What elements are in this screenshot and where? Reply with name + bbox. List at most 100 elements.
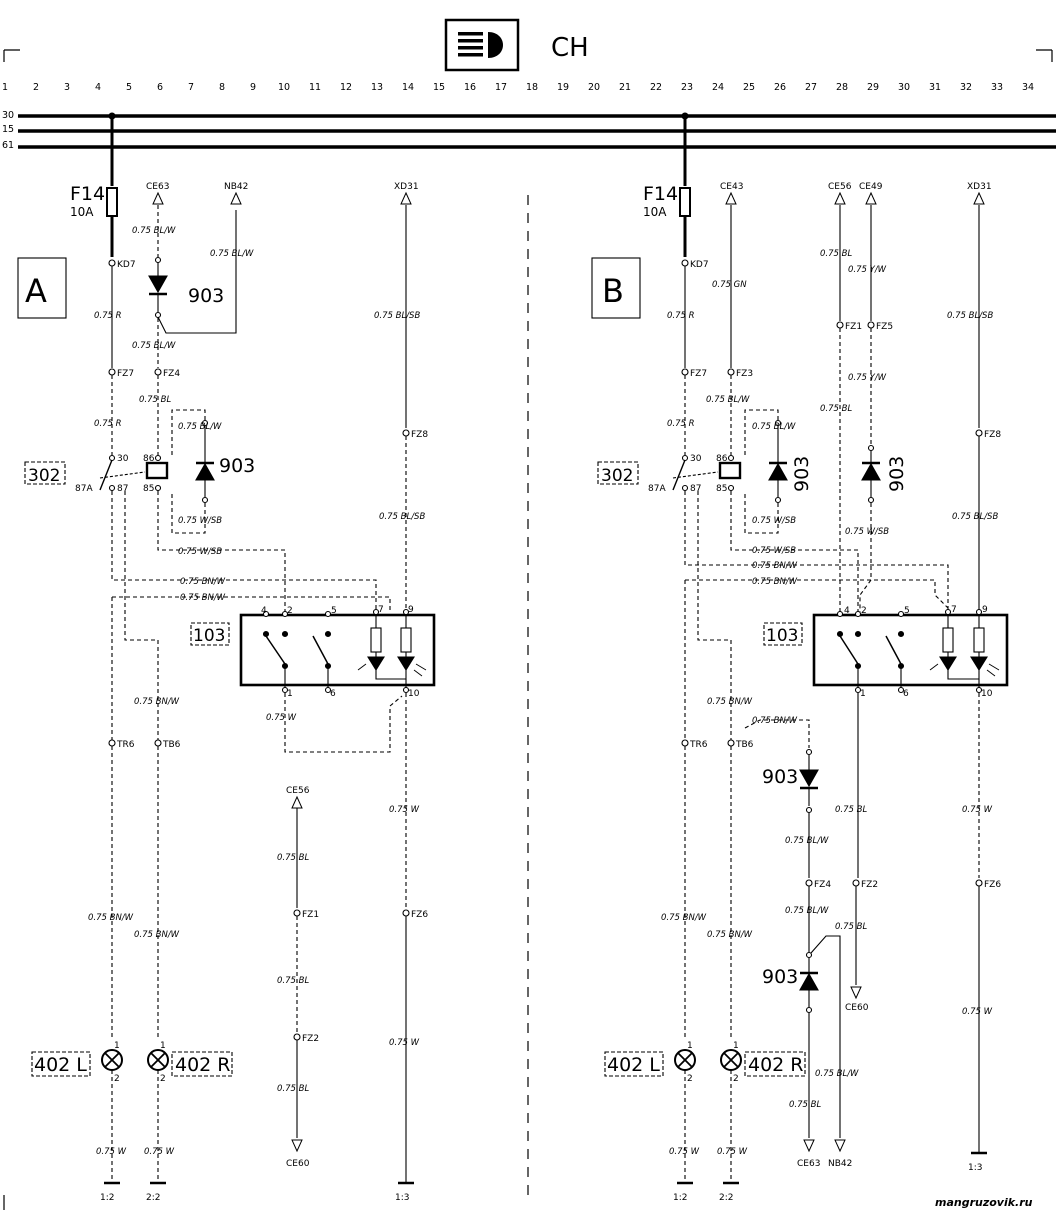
wire-label: 0.75 W	[669, 1147, 700, 1157]
fz1-a-node	[293, 909, 301, 917]
switch-a-c1	[262, 630, 270, 638]
grid-number: 19	[557, 82, 569, 93]
relay-b-p30: 30	[690, 454, 702, 464]
panel-a-letter: A	[25, 272, 47, 310]
wire-label: 0.75 BN/W	[707, 930, 753, 940]
relay-a-pin85	[154, 484, 162, 492]
switch-b-p1	[854, 686, 862, 694]
switch-a-p5	[324, 610, 332, 618]
kd7-b-node	[681, 259, 689, 267]
wire-label: 0.75 BN/W	[661, 913, 707, 923]
switch-a-p1	[281, 686, 289, 694]
grid-number: 20	[588, 82, 600, 93]
switch-b-p6	[897, 686, 905, 694]
wire-label: 0.75 W/SB	[752, 546, 796, 556]
diode-b-relay-label: 903	[791, 456, 813, 492]
wire-a-bnw1	[111, 491, 377, 612]
panel-b-text: B F14 10A KD7 FZ7 FZ3 FZ1 FZ5 FZ8 TR6 TB…	[601, 182, 1001, 1203]
diode5-b-top	[805, 951, 813, 959]
wire-label: 0.75 BL/W	[785, 906, 829, 916]
lamp-402l-a	[101, 1049, 123, 1071]
wire-b-diode2-bottom	[744, 492, 779, 534]
grid-number: 28	[836, 82, 848, 93]
fz8-a-label: FZ8	[411, 430, 428, 440]
headlamp-icon-frame	[444, 18, 520, 72]
diode2-b-bottom	[774, 496, 782, 504]
lamp-402l-label-box-a	[31, 1051, 91, 1077]
wire-a-w-loop	[284, 693, 403, 753]
switch-b-resistor2	[973, 627, 985, 653]
diode2-b-top	[774, 419, 782, 427]
switch-a-blade1	[265, 635, 286, 665]
fz6-a-node	[402, 909, 410, 917]
wire-label: 0.75 BL/W	[706, 395, 750, 405]
wire-label: 0.75 W	[962, 1007, 993, 1017]
fuse-b	[679, 187, 691, 217]
wire-label: 0.75 W/SB	[752, 516, 796, 526]
wire-label: 0.75 BN/W	[180, 577, 226, 587]
fz2-a-node	[293, 1033, 301, 1041]
rail-junction-a	[108, 112, 116, 120]
panel-b	[591, 112, 1009, 1185]
fz6-b-label: FZ6	[984, 880, 1001, 890]
relay-b-p85: 85	[716, 484, 727, 494]
switch-a-p7	[372, 608, 380, 616]
wire-a-85-switch	[157, 491, 286, 612]
diode3-b-bottom	[867, 496, 875, 504]
ground-a-right-label: 1:3	[395, 1193, 409, 1203]
tr6-a-node	[108, 739, 116, 747]
fz8-b-node	[975, 429, 983, 437]
switch-b-blade1	[839, 635, 859, 665]
relay-302-label-box-b	[597, 461, 639, 485]
relay-a-p86: 86	[143, 454, 155, 464]
wire-label: 0.75 BL/W	[210, 249, 254, 259]
switch-b-led2	[970, 656, 988, 672]
switch-b-p5	[897, 610, 905, 618]
rail-junction-b	[681, 112, 689, 120]
relay-302-label-box-a	[24, 461, 66, 485]
wire-label: 0.75 BL/W	[132, 341, 176, 351]
wire-label: 0.75 BL	[789, 1100, 821, 1110]
tr6-b-node	[681, 739, 689, 747]
switch-a-c2	[281, 630, 289, 638]
lamp-a-left-label: 402 L	[34, 1054, 87, 1076]
grid-number: 14	[402, 82, 414, 93]
wire-label: 0.75 BL	[835, 805, 867, 815]
ref-a-nb42: NB42	[224, 182, 248, 192]
wire-label: 0.75 W/SB	[845, 527, 889, 537]
switch-b-p9	[975, 608, 983, 616]
wire-label: 0.75 BN/W	[752, 577, 798, 587]
switch-b-pin4: 4	[844, 606, 850, 616]
wire-label: 0.75 W	[389, 1038, 420, 1048]
fz5-b-label: FZ5	[876, 322, 893, 332]
switch-a-c5	[324, 662, 332, 670]
diode-b-right-label: 903	[886, 456, 908, 492]
grid-number: 10	[278, 82, 290, 93]
tb6-b-node	[727, 739, 735, 747]
grid-number: 33	[991, 82, 1003, 93]
fz2-b-node	[852, 879, 860, 887]
lamp-402l-label-box-b	[604, 1051, 664, 1077]
wire-label: 0.75 Y/W	[848, 373, 887, 383]
tb6-b-label: TB6	[735, 740, 754, 750]
wire-label: 0.75 BN/W	[707, 697, 753, 707]
switch-a-led-rays	[357, 663, 427, 677]
wire-a-diode2-top	[171, 409, 206, 455]
grid-number: 24	[712, 82, 724, 93]
wire-label: 0.75 W	[266, 713, 297, 723]
fuse-a-name: F14	[70, 183, 105, 205]
relay-a-pin30	[108, 454, 116, 462]
fz6-b-node	[975, 879, 983, 887]
page-title: CH	[551, 33, 589, 63]
kd7-b-label: KD7	[690, 260, 709, 270]
switch-a-pin6: 6	[330, 689, 336, 699]
wire-label: 0.75 W	[389, 805, 420, 815]
switch-a-pin9: 9	[408, 605, 414, 615]
switch-a-label: 103	[193, 626, 225, 646]
relay-a-pin87	[108, 484, 116, 492]
switch-b-p4	[836, 610, 844, 618]
headlamp-icon	[458, 32, 503, 58]
wire-label: 0.75 Y/W	[848, 265, 887, 275]
switch-b-c2	[854, 630, 862, 638]
switch-a-p9	[402, 608, 410, 616]
